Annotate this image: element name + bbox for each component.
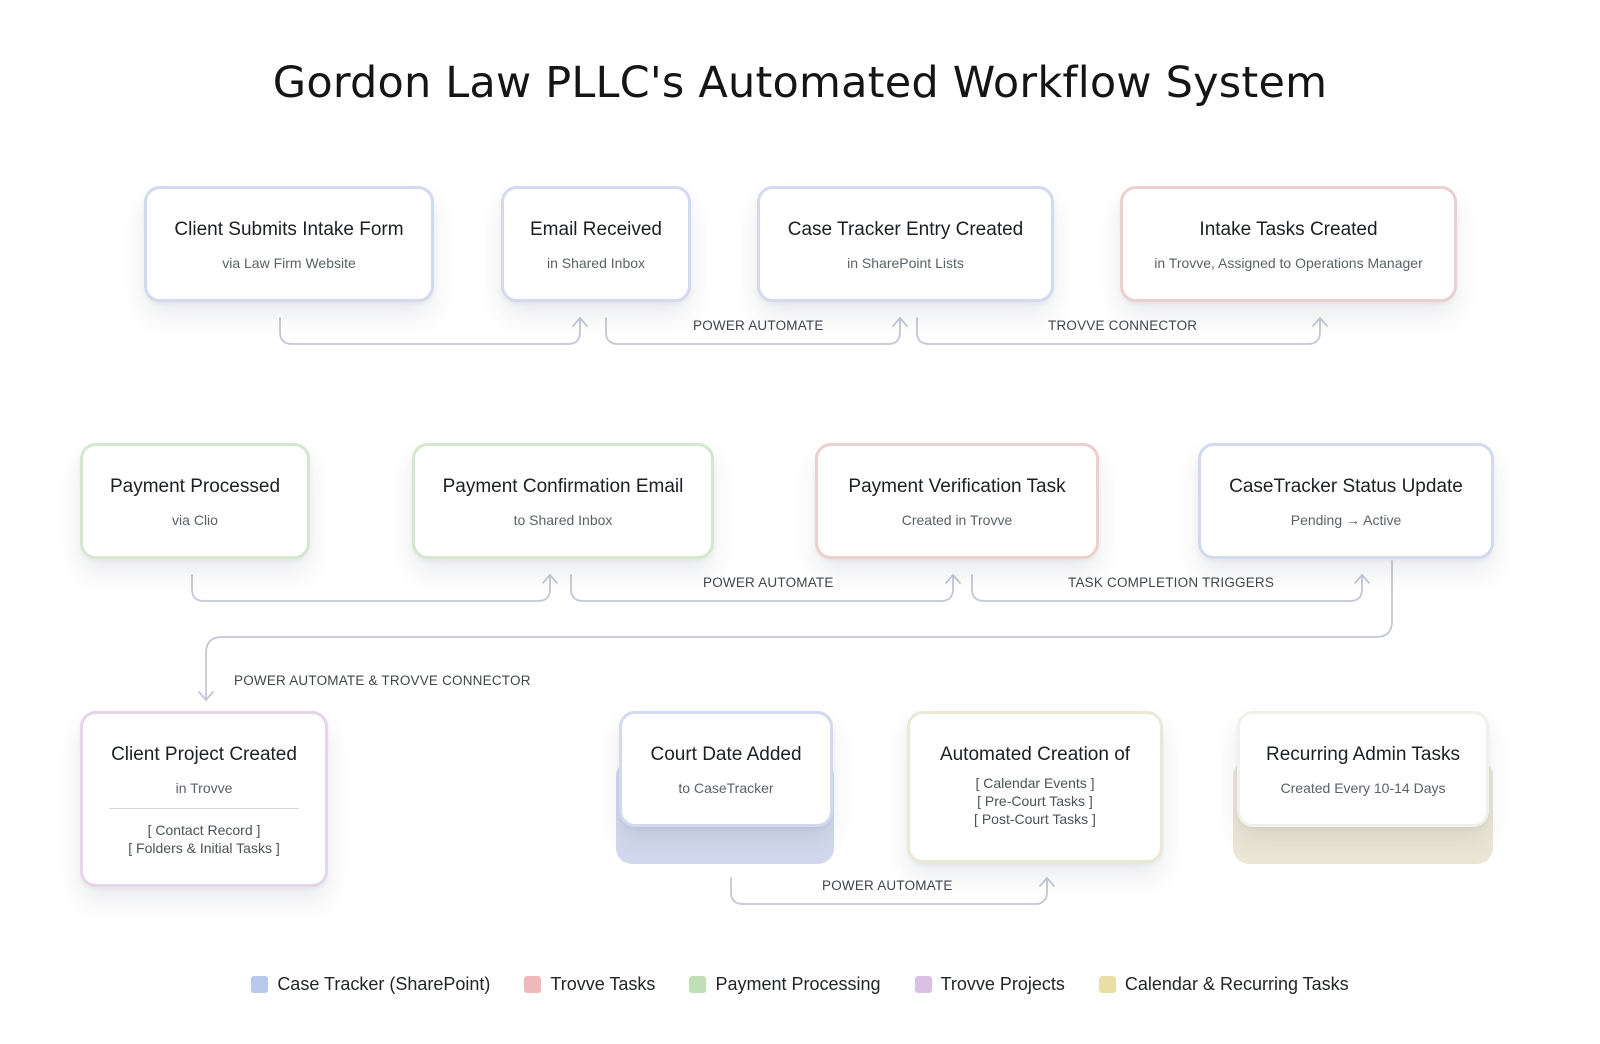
- page-title: Gordon Law PLLC's Automated Workflow Sys…: [272, 58, 1328, 108]
- legend-item-case-tracker: Case Tracker (SharePoint): [251, 974, 490, 995]
- node-case-tracker-entry: Case Tracker Entry Created in SharePoint…: [757, 186, 1054, 302]
- legend: Case Tracker (SharePoint) Trovve Tasks P…: [0, 974, 1600, 995]
- node-intake-tasks: Intake Tasks Created in Trovve, Assigned…: [1120, 186, 1457, 302]
- node-title: Automated Creation of: [939, 744, 1131, 765]
- legend-swatch: [1098, 976, 1116, 993]
- node-subtitle: in Trovve: [175, 780, 233, 796]
- arrowhead: [945, 574, 961, 584]
- node-subtitle: in Shared Inbox: [546, 255, 646, 271]
- legend-swatch: [914, 976, 932, 993]
- connector-verification-to-status: [971, 574, 1363, 602]
- node-title: Court Date Added: [650, 744, 802, 765]
- legend-label: Payment Processing: [715, 974, 881, 994]
- arrowhead: [1312, 317, 1328, 327]
- legend-swatch: [689, 976, 707, 993]
- legend-item-trovve-projects: Trovve Projects: [914, 974, 1065, 995]
- arrowhead: [892, 317, 908, 327]
- node-item: [ Post-Court Tasks ]: [974, 811, 1096, 827]
- legend-label: Calendar & Recurring Tasks: [1124, 974, 1349, 994]
- connector-label: POWER AUTOMATE: [693, 318, 824, 333]
- divider: [109, 808, 299, 809]
- node-title: Email Received: [530, 219, 662, 240]
- node-subtitle: in Trovve, Assigned to Operations Manage…: [1154, 255, 1423, 271]
- arrowhead: [1354, 574, 1370, 584]
- node-payment-verification: Payment Verification Task Created in Tro…: [815, 443, 1099, 559]
- node-subtitle: via Law Firm Website: [222, 255, 356, 271]
- node-title: CaseTracker Status Update: [1229, 476, 1463, 497]
- node-title: Case Tracker Entry Created: [787, 219, 1024, 240]
- legend-swatch: [524, 976, 542, 993]
- node-title: Payment Verification Task: [848, 476, 1066, 497]
- node-subtitle: Created in Trovve: [901, 512, 1013, 528]
- node-court-date: Court Date Added to CaseTracker: [619, 711, 833, 827]
- connector-label: TASK COMPLETION TRIGGERS: [1068, 575, 1275, 590]
- node-recurring-admin: Recurring Admin Tasks Created Every 10-1…: [1237, 711, 1489, 827]
- node-subtitle: in SharePoint Lists: [847, 255, 964, 271]
- legend-item-payment-processing: Payment Processing: [689, 974, 881, 995]
- arrowhead: [198, 691, 214, 701]
- node-title: Client Submits Intake Form: [174, 219, 404, 240]
- connector-status-to-client-project: [205, 560, 1393, 701]
- node-item: [ Pre-Court Tasks ]: [977, 793, 1093, 809]
- node-title: Recurring Admin Tasks: [1266, 744, 1460, 765]
- node-status-update: CaseTracker Status Update Pending → Acti…: [1198, 443, 1494, 559]
- connector-casetracker-to-intake-tasks: [916, 317, 1321, 345]
- node-title: Payment Confirmation Email: [442, 476, 684, 497]
- connector-intake-to-email: [279, 317, 581, 345]
- node-subtitle: Pending → Active: [1290, 512, 1402, 528]
- node-automated-creation: Automated Creation of [ Calendar Events …: [907, 711, 1163, 863]
- connector-label: POWER AUTOMATE: [822, 878, 953, 893]
- node-item: [ Contact Record ]: [147, 822, 261, 838]
- node-title: Payment Processed: [109, 476, 281, 497]
- node-payment-processed: Payment Processed via Clio: [80, 443, 310, 559]
- node-payment-confirmation-email: Payment Confirmation Email to Shared Inb…: [412, 443, 714, 559]
- connector-label: POWER AUTOMATE & TROVVE CONNECTOR: [234, 673, 531, 688]
- legend-label: Trovve Tasks: [550, 974, 656, 994]
- connector-email-to-verification: [570, 574, 954, 602]
- connector-label: POWER AUTOMATE: [703, 575, 834, 590]
- legend-item-trovve-tasks: Trovve Tasks: [524, 974, 655, 995]
- node-item: [ Calendar Events ]: [975, 775, 1095, 791]
- legend-label: Case Tracker (SharePoint): [277, 974, 491, 994]
- node-subtitle: via Clio: [172, 512, 218, 528]
- node-title: Intake Tasks Created: [1199, 219, 1378, 240]
- node-email-received: Email Received in Shared Inbox: [501, 186, 691, 302]
- legend-label: Trovve Projects: [940, 974, 1065, 994]
- connector-court-to-automated: [730, 877, 1048, 905]
- arrowhead: [1039, 877, 1055, 887]
- node-intake-form: Client Submits Intake Form via Law Firm …: [144, 186, 434, 302]
- arrowhead: [542, 574, 558, 584]
- connector-label: TROVVE CONNECTOR: [1048, 318, 1198, 333]
- connector-payment-to-email: [191, 574, 551, 602]
- node-subtitle: to Shared Inbox: [513, 512, 613, 528]
- node-title: Client Project Created: [111, 744, 297, 765]
- node-item: [ Folders & Initial Tasks ]: [128, 840, 280, 856]
- connector-email-to-casetracker: [605, 317, 901, 345]
- node-client-project: Client Project Created in Trovve [ Conta…: [80, 711, 328, 887]
- node-subtitle: Created Every 10-14 Days: [1280, 780, 1446, 796]
- legend-swatch: [251, 976, 269, 993]
- node-subtitle: to CaseTracker: [678, 780, 774, 796]
- arrowhead: [572, 317, 588, 327]
- legend-item-calendar-recurring: Calendar & Recurring Tasks: [1098, 974, 1349, 995]
